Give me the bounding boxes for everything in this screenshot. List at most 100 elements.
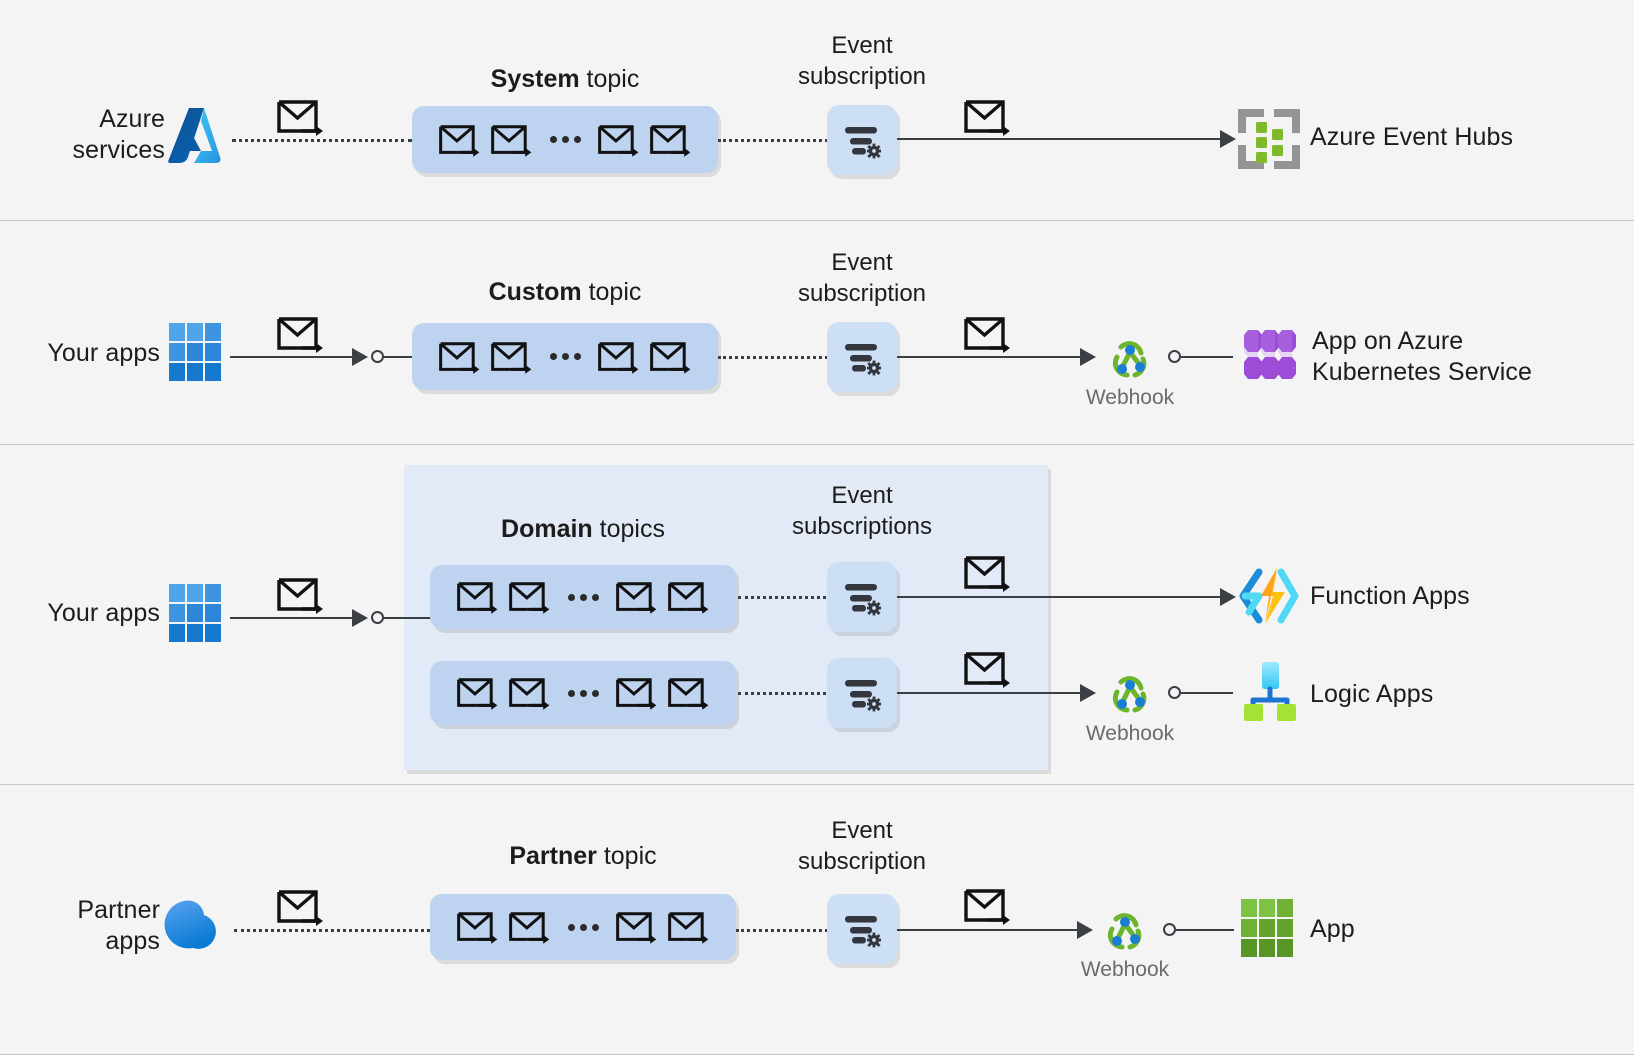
ellipsis-icon bbox=[542, 353, 589, 360]
logic-apps-icon bbox=[1240, 660, 1300, 722]
target-label-app: App bbox=[1310, 915, 1355, 943]
arrowhead-icon bbox=[352, 348, 368, 366]
topic-box-custom[interactable] bbox=[412, 323, 718, 390]
connector-webhook-to-target-custom bbox=[1181, 356, 1233, 358]
webhook-label-partner: Webhook bbox=[1080, 958, 1170, 981]
envelope-arrow-icon bbox=[963, 648, 1013, 690]
connector-subscription-to-webhook-custom bbox=[897, 356, 1082, 358]
source-label-partner-apps: Partner apps bbox=[77, 896, 160, 955]
connection-ring-icon bbox=[1168, 350, 1181, 363]
connector-webhook-to-target-partner bbox=[1176, 929, 1234, 931]
filter-gear-icon bbox=[845, 584, 881, 616]
topic-title-partner: Partner topic bbox=[430, 841, 736, 871]
ellipsis-icon bbox=[560, 689, 607, 697]
topic-box-domain-1[interactable] bbox=[430, 565, 736, 629]
source-label-your-apps-custom: Your apps bbox=[47, 339, 160, 367]
ellipsis-icon bbox=[560, 923, 607, 931]
connector-topic-to-subscription-partner bbox=[736, 929, 828, 932]
arrowhead-icon bbox=[1077, 921, 1093, 939]
topic-title-partner-rest: topic bbox=[596, 842, 657, 870]
topic-title-custom: Custom topic bbox=[412, 277, 718, 307]
topic-box-system[interactable] bbox=[412, 106, 718, 173]
subscription-title-custom: Event subscription bbox=[797, 249, 927, 307]
arrowhead-icon bbox=[1220, 130, 1236, 148]
app-grid-blue-icon bbox=[168, 583, 224, 645]
topic-title-domain-rest: topics bbox=[592, 515, 665, 543]
subscription-box-custom[interactable] bbox=[827, 322, 897, 392]
envelope-arrow-icon bbox=[615, 678, 656, 710]
connector-source-to-topic-partner bbox=[234, 929, 430, 932]
filter-gear-icon bbox=[845, 344, 881, 376]
ellipsis-icon bbox=[542, 136, 589, 143]
ellipsis-icon bbox=[560, 593, 607, 601]
connector-source-to-ring-custom bbox=[230, 356, 360, 358]
source-label-azure-services: Azure services bbox=[72, 105, 165, 164]
envelope-arrow-icon bbox=[963, 313, 1013, 355]
envelope-arrow-icon bbox=[615, 582, 656, 614]
envelope-arrow-icon bbox=[963, 885, 1013, 927]
envelope-arrow-icon bbox=[456, 582, 497, 614]
azure-logo-icon bbox=[168, 104, 224, 166]
topic-box-partner[interactable] bbox=[430, 894, 736, 960]
arrowhead-icon bbox=[1080, 348, 1096, 366]
envelope-arrow-icon bbox=[667, 678, 708, 710]
topic-title-system-bold: System bbox=[490, 65, 580, 93]
filter-gear-icon bbox=[845, 680, 881, 712]
subscription-title-domain: Event subscriptions bbox=[791, 482, 933, 540]
envelope-arrow-icon bbox=[276, 313, 326, 355]
row-partner bbox=[0, 785, 1634, 1055]
topic-title-domain-bold: Domain bbox=[501, 515, 593, 543]
subscription-title-partner: Event subscription bbox=[797, 817, 927, 875]
subscription-box-domain-2[interactable] bbox=[827, 658, 897, 728]
subscription-box-system[interactable] bbox=[827, 105, 897, 175]
subscription-title-system: Event subscription bbox=[797, 32, 927, 90]
connector-ring-to-topic-custom bbox=[383, 356, 413, 358]
envelope-arrow-icon bbox=[438, 341, 479, 374]
source-label-your-apps-domain: Your apps bbox=[47, 599, 160, 627]
arrowhead-icon bbox=[352, 609, 368, 627]
subscription-box-domain-1[interactable] bbox=[827, 562, 897, 632]
envelope-arrow-icon bbox=[963, 96, 1013, 138]
target-label-aks: App on Azure Kubernetes Service bbox=[1312, 327, 1532, 386]
topic-title-custom-bold: Custom bbox=[488, 278, 582, 306]
envelope-arrow-icon bbox=[276, 886, 326, 928]
connector-topic-to-subscription-domain-2 bbox=[738, 692, 826, 695]
connection-ring-icon bbox=[1163, 923, 1176, 936]
topic-title-domain: Domain topics bbox=[430, 514, 736, 544]
envelope-arrow-icon bbox=[508, 582, 549, 614]
target-label-function-apps: Function Apps bbox=[1310, 582, 1470, 610]
arrowhead-icon bbox=[1220, 588, 1236, 606]
connector-subscription-to-target-system bbox=[897, 138, 1222, 140]
topic-box-domain-2[interactable] bbox=[430, 661, 736, 725]
connector-topic-to-subscription-system bbox=[718, 139, 828, 142]
connector-subscription-to-target-domain-1 bbox=[897, 596, 1222, 598]
target-label-logic-apps: Logic Apps bbox=[1310, 680, 1434, 708]
azure-event-hubs-icon bbox=[1238, 107, 1300, 171]
webhook-icon bbox=[1103, 668, 1157, 718]
target-label-azure-event-hubs: Azure Event Hubs bbox=[1310, 123, 1514, 151]
envelope-arrow-icon bbox=[508, 678, 549, 710]
topic-title-system: System topic bbox=[412, 64, 718, 94]
webhook-label-domain-2: Webhook bbox=[1085, 722, 1175, 745]
function-apps-icon bbox=[1235, 566, 1301, 626]
envelope-arrow-icon bbox=[508, 912, 549, 944]
envelope-arrow-icon bbox=[490, 341, 531, 374]
envelope-arrow-icon bbox=[649, 341, 690, 374]
connector-webhook-to-target-domain-2 bbox=[1181, 692, 1233, 694]
envelope-arrow-icon bbox=[649, 124, 690, 157]
connector-source-to-ring-domain bbox=[230, 617, 360, 619]
connection-ring-icon bbox=[1168, 686, 1181, 699]
webhook-label-custom: Webhook bbox=[1085, 386, 1175, 409]
webhook-icon bbox=[1103, 333, 1157, 383]
envelope-arrow-icon bbox=[963, 552, 1013, 594]
envelope-arrow-icon bbox=[490, 124, 531, 157]
arrowhead-icon bbox=[1080, 684, 1096, 702]
aks-icon bbox=[1240, 326, 1300, 386]
connector-subscription-to-webhook-partner bbox=[897, 929, 1079, 931]
connector-source-to-topic-system bbox=[232, 139, 412, 142]
row-custom bbox=[0, 221, 1634, 445]
app-grid-green-icon bbox=[1240, 898, 1296, 960]
envelope-arrow-icon bbox=[667, 912, 708, 944]
subscription-box-partner[interactable] bbox=[827, 894, 897, 964]
filter-gear-icon bbox=[845, 916, 881, 948]
